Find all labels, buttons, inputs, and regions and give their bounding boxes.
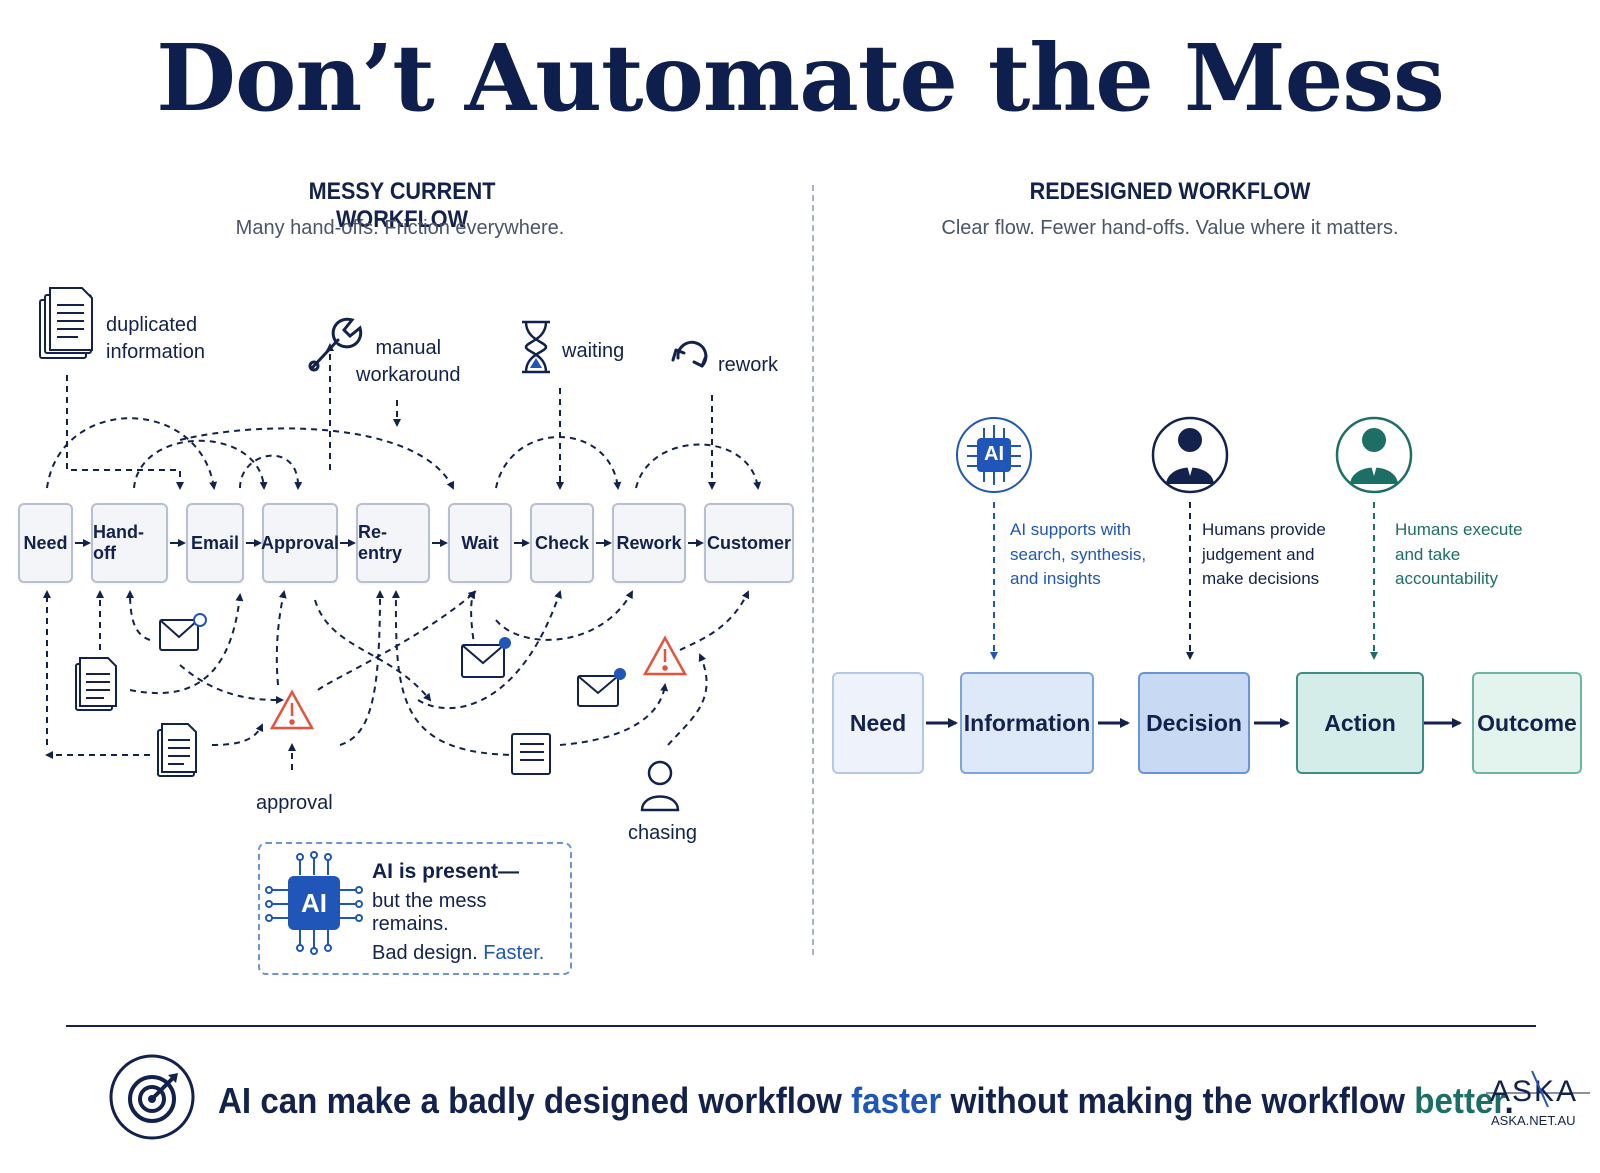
messy-workflow-heading: MESSY CURRENT WORKFLOW xyxy=(308,178,496,233)
target-icon xyxy=(109,1054,195,1140)
messy-workflow-subheading: Many hand-offs. Friction everywhere. xyxy=(235,217,565,239)
svg-text:ASKA: ASKA xyxy=(1490,1075,1578,1108)
messy-step-customer: Customer xyxy=(704,503,794,583)
envelope-icon xyxy=(461,637,511,678)
messy-step-hand-off: Hand-off xyxy=(91,503,168,583)
brand-url[interactable]: ASKA.NET.AU xyxy=(1491,1113,1576,1128)
ai-circle-icon xyxy=(956,417,1032,493)
redesigned-step-information: Information xyxy=(960,672,1094,774)
page-title: Don’t Automate the Mess xyxy=(156,24,1445,132)
section-divider xyxy=(812,185,814,955)
messy-step-re-entry: Re-entry xyxy=(356,503,430,583)
redesigned-workflow-heading: REDESIGNED WORKFLOW xyxy=(1029,178,1311,205)
envelope-icon xyxy=(577,668,626,707)
hourglass-icon xyxy=(522,320,550,374)
document-stack-icon xyxy=(39,287,93,359)
label-chasing: chasing xyxy=(628,822,697,844)
ai-chip-label: AI xyxy=(301,888,327,918)
refresh-icon xyxy=(671,340,708,368)
ai-callout-text: AI is present— but the mess remains. Bad… xyxy=(372,860,545,964)
footer-divider xyxy=(66,1025,1536,1027)
label-waiting: waiting xyxy=(562,340,625,362)
warning-icon xyxy=(642,635,688,676)
envelope-icon xyxy=(159,613,207,651)
key-message: AI can make a badly designed workflow fa… xyxy=(218,1080,1514,1121)
messy-step-rework: Rework xyxy=(612,503,686,583)
redesigned-step-outcome: Outcome xyxy=(1472,672,1582,774)
label-approval: approval xyxy=(256,792,333,814)
ai-chip-icon xyxy=(265,851,363,955)
document-icon xyxy=(157,723,197,777)
messy-step-wait: Wait xyxy=(448,503,512,583)
document-icon xyxy=(75,657,117,711)
messy-workflow-connectors xyxy=(39,287,762,955)
document-icon xyxy=(511,733,551,775)
ai-circle-label: AI xyxy=(984,443,1004,465)
messy-step-check: Check xyxy=(530,503,594,583)
redesigned-workflow-connectors xyxy=(926,416,1462,728)
messy-step-email: Email xyxy=(186,503,244,583)
ai-callout xyxy=(258,842,572,975)
aska-logo: ASKA xyxy=(1486,1070,1590,1108)
warning-icon xyxy=(269,689,315,730)
redesigned-step-action: Action xyxy=(1296,672,1424,774)
messy-step-approval: Approval xyxy=(261,503,339,583)
person-action-icon xyxy=(1335,416,1413,494)
redesigned-workflow-subheading: Clear flow. Fewer hand-offs. Value where… xyxy=(941,217,1399,239)
redesigned-step-decision: Decision xyxy=(1138,672,1250,774)
messy-step-need: Need xyxy=(18,503,73,583)
person-icon xyxy=(640,760,680,812)
redesigned-step-need: Need xyxy=(832,672,924,774)
wrench-icon xyxy=(308,317,363,372)
person-decision-icon xyxy=(1151,416,1229,494)
label-rework: rework xyxy=(718,354,779,376)
